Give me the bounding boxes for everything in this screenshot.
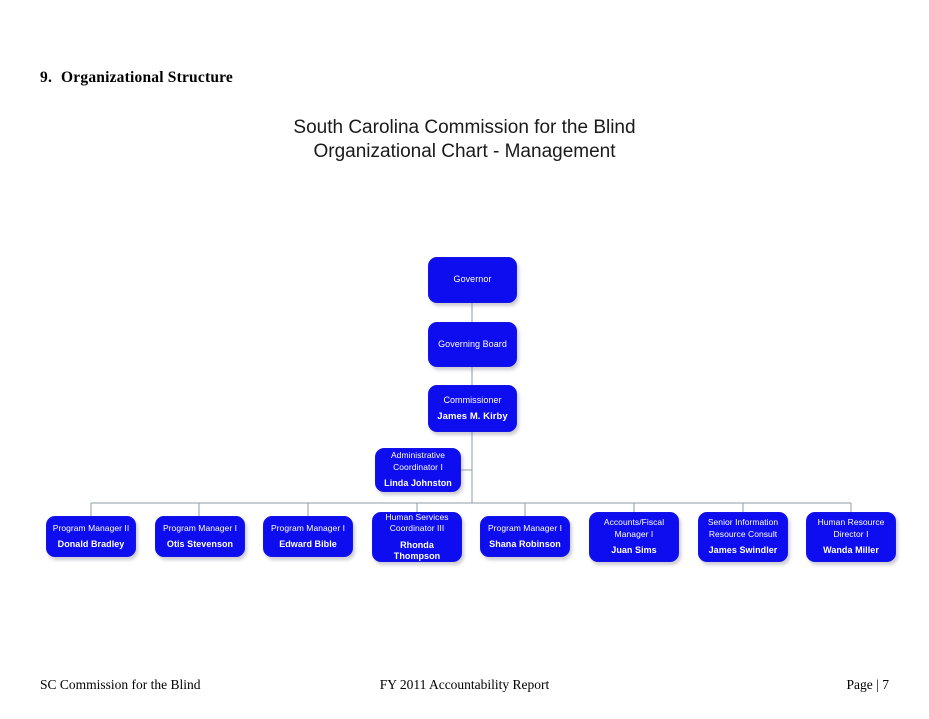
org-chart-connectors [90,303,852,516]
org-node-governing-board-title: Governing Board [438,338,507,349]
org-node-accounts-fiscal-manager-i-title-line-2: Manager I [614,528,654,539]
page-footer: SC Commission for the Blind FY 2011 Acco… [40,677,889,697]
org-node-commissioner[interactable]: Commissioner James M. Kirby [428,385,517,432]
chart-title-line-2: Organizational Chart - Management [313,141,616,162]
page-section-heading: 9. Organizational Structure [40,69,233,87]
org-node-program-manager-ii[interactable]: Program Manager II Donald Bradley [46,516,136,557]
footer-page-number: Page | 7 [846,677,889,692]
org-node-senior-information-resource-consult-title-line-1: Senior Information [707,517,779,528]
org-node-human-services-coordinator-iii-title-line-2: Coordinator III [389,523,445,533]
org-node-human-resource-director-i[interactable]: Human Resource Director I Wanda Miller [806,512,896,562]
chart-title-line-1: South Carolina Commission for the Blind [293,117,636,138]
org-node-program-manager-ii-person: Donald Bradley [57,539,125,549]
section-title: Organizational Structure [61,69,234,86]
org-node-commissioner-person: James M. Kirby [437,411,508,422]
footer-left-text: SC Commission for the Blind [40,677,201,692]
org-node-program-manager-i-robinson-title: Program Manager I [487,522,563,533]
org-node-senior-information-resource-consult-person: James Swindler [708,545,778,556]
org-node-commissioner-title: Commissioner [443,394,502,405]
org-node-human-services-coordinator-iii-title-line-1: Human Services [385,511,449,522]
org-node-accounts-fiscal-manager-i[interactable]: Accounts/Fiscal Manager I Juan Sims [589,512,679,562]
org-node-program-manager-i-robinson[interactable]: Program Manager I Shana Robinson [480,516,570,557]
section-number: 9. [40,69,53,86]
org-node-program-manager-i-robinson-person: Shana Robinson [489,539,561,549]
org-node-senior-information-resource-consult-title-line-2: Resource Consult [708,528,778,539]
org-node-administrative-coordinator-title-line-2: Coordinator I [393,461,443,472]
org-node-program-manager-i-stevenson-person: Otis Stevenson [166,539,234,549]
org-node-human-resource-director-i-title-line-2: Director I [833,528,869,539]
org-node-accounts-fiscal-manager-i-person: Juan Sims [611,545,657,556]
chart-title: South Carolina Commission for the Blind … [0,116,929,164]
org-node-senior-information-resource-consult[interactable]: Senior Information Resource Consult Jame… [698,512,788,562]
org-node-accounts-fiscal-manager-i-title-line-1: Accounts/Fiscal [603,517,665,528]
org-node-program-manager-i-bible-person: Edward Bible [279,539,337,549]
org-node-governor[interactable]: Governor [428,257,517,303]
org-node-program-manager-ii-title: Program Manager II [52,522,130,533]
org-node-administrative-coordinator[interactable]: Administrative Coordinator I Linda Johns… [375,448,461,492]
org-node-program-manager-i-stevenson-title: Program Manager I [162,522,238,533]
org-node-administrative-coordinator-person: Linda Johnston [384,478,452,489]
org-node-human-services-coordinator-iii-person: Rhonda Thompson [393,539,441,562]
org-node-program-manager-i-stevenson[interactable]: Program Manager I Otis Stevenson [155,516,245,557]
org-node-human-services-coordinator-iii[interactable]: Human Services Coordinator III Rhonda Th… [372,512,462,562]
org-node-program-manager-i-bible[interactable]: Program Manager I Edward Bible [263,516,353,557]
org-node-human-resource-director-i-title-line-1: Human Resource [817,517,885,528]
org-node-administrative-coordinator-title-line-1: Administrative [390,450,446,461]
footer-center-text: FY 2011 Accountability Report [379,677,550,692]
org-node-governing-board[interactable]: Governing Board [428,322,517,367]
org-node-program-manager-i-bible-title: Program Manager I [270,522,346,533]
org-chart: Governor Governing Board Commissioner Ja… [46,257,896,562]
org-node-governor-title: Governor [453,274,492,285]
org-node-human-resource-director-i-person: Wanda Miller [823,545,879,556]
